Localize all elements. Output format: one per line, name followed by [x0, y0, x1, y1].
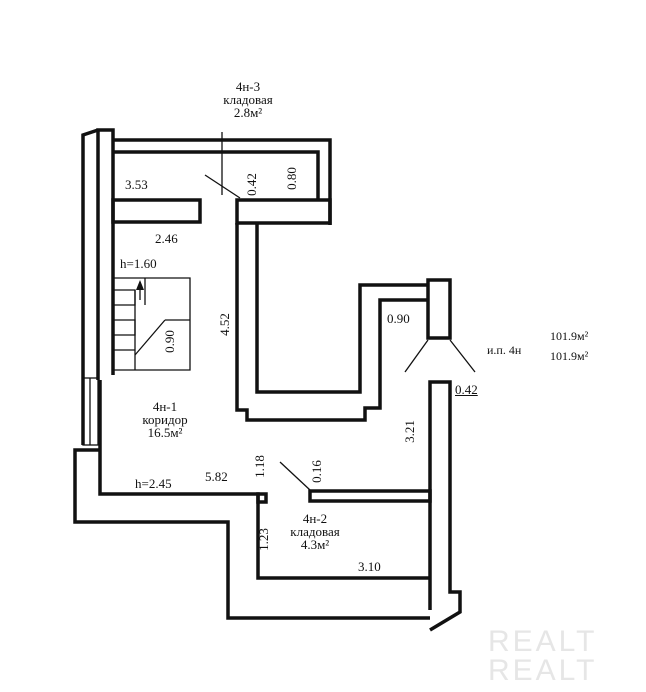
room-name: кладовая: [223, 92, 273, 107]
room-id: 4н-1: [152, 399, 178, 414]
room-4n2-label: 4н-2 кладовая 4.3м²: [280, 512, 350, 551]
leader-line: [404, 339, 429, 373]
dimension-label: 0.42: [455, 382, 478, 397]
wall-break: [82, 129, 99, 136]
dimension-label: 0.16: [308, 460, 324, 483]
room-4n1-label: 4н-1 коридор 16.5м²: [130, 400, 200, 439]
room-4n3-label: 4н-3 кладовая 2.8м²: [218, 80, 278, 119]
wall-storage-inner: [113, 150, 320, 200]
dimension-label: 4.52: [216, 313, 232, 336]
summary-area: 101.9м²: [550, 349, 589, 363]
wall-central-inner: [255, 223, 428, 394]
leader-line: [279, 461, 311, 491]
room-area: 2.8м²: [233, 105, 263, 120]
room-name: кладовая: [290, 524, 340, 539]
leader-line: [449, 339, 476, 373]
leader-line: [204, 174, 241, 199]
partition-right: [235, 198, 332, 225]
watermark-line: REALT: [488, 653, 598, 687]
wall-left-inner: [96, 128, 115, 380]
dimension-label: 0.42: [243, 173, 259, 196]
wall-bottom-outer: [73, 448, 430, 620]
wall-central-outer: [235, 223, 428, 422]
room-area: 4.3м²: [300, 537, 330, 552]
room-name: коридор: [142, 412, 188, 427]
height-label: h=2.45: [135, 476, 172, 491]
dimension-label: 3.53: [125, 177, 148, 192]
wall-right-lower: [428, 380, 462, 632]
column-right: [426, 278, 452, 340]
room-id: 4н-2: [302, 511, 328, 526]
dimension-label: 1.18: [251, 455, 267, 478]
dimension-label: 2.46: [155, 231, 178, 246]
dimension-label: 0.90: [387, 311, 410, 326]
room-area: 16.5м²: [147, 425, 183, 440]
height-label: h=1.60: [120, 256, 157, 271]
wall-storage-top: [113, 138, 332, 225]
watermark: REALT REALT: [488, 625, 598, 687]
summary-label: и.п. 4н: [487, 343, 522, 357]
column-small: [256, 492, 268, 504]
stairs: [113, 277, 191, 371]
dimension-label: 3.10: [358, 559, 381, 574]
summary-area: 101.9м²: [550, 329, 589, 343]
dimension-label: 0.90: [161, 330, 177, 353]
dimension-label: 1.23: [255, 528, 271, 551]
dimension-label: 5.82: [205, 469, 228, 484]
dimension-label: 3.21: [401, 420, 417, 443]
room-id: 4н-3: [235, 79, 261, 94]
partition-storage-2: [308, 489, 432, 503]
partition-left: [111, 198, 202, 224]
watermark-line: REALT: [488, 625, 598, 658]
dimension-label: 0.80: [283, 167, 299, 190]
